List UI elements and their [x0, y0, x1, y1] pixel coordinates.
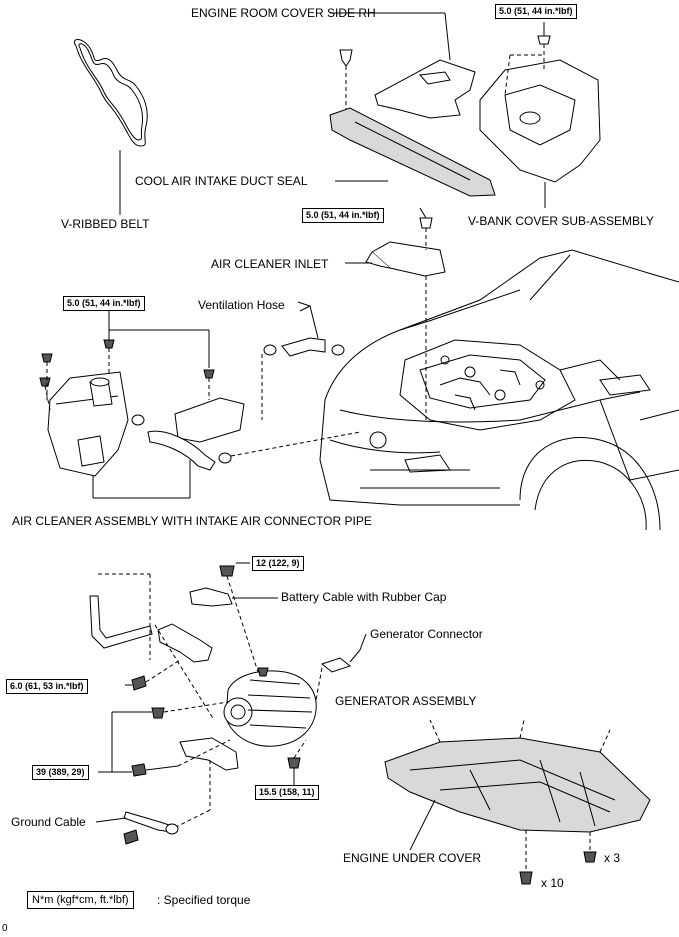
generator-connector [315, 633, 367, 701]
label-generator-connector: Generator Connector [370, 627, 483, 641]
vehicle [319, 249, 679, 531]
label-air-cleaner-inlet: AIR CLEANER INLET [211, 257, 329, 271]
quantity-under-cover-bolt: x 10 [541, 876, 564, 890]
ground-cable [95, 811, 179, 845]
torque-v-bank-cover: 5.0 (51, 44 in.*lbf) [495, 4, 577, 19]
label-engine-room-cover-side-rh: ENGINE ROOM COVER SIDE RH [191, 6, 376, 20]
battery-cable [189, 565, 278, 673]
torque-generator-bracket-bolt: 6.0 (61, 53 in.*lbf) [6, 679, 88, 694]
label-battery-cable: Battery Cable with Rubber Cap [281, 590, 447, 604]
label-ventilation-hose: Ventilation Hose [198, 298, 285, 312]
label-air-cleaner-assembly: AIR CLEANER ASSEMBLY WITH INTAKE AIR CON… [12, 514, 372, 528]
air-cleaner-assembly [39, 309, 361, 499]
torque-air-cleaner-assembly: 5.0 (51, 44 in.*lbf) [63, 296, 145, 311]
engine-under-cover [384, 719, 651, 885]
clip [339, 49, 353, 110]
torque-air-cleaner-inlet: 5.0 (51, 44 in.*lbf) [302, 208, 384, 223]
ventilation-hose [261, 301, 345, 420]
label-ground-cable: Ground Cable [11, 815, 86, 829]
torque-generator-bolt: 39 (389, 29) [32, 765, 89, 780]
torque-generator-nut: 15.5 (158, 11) [255, 785, 319, 800]
cool-air-intake-duct-seal [329, 107, 496, 197]
quantity-under-cover-clip: x 3 [604, 851, 621, 865]
engine-wire [89, 573, 153, 660]
torque-battery-cable-nut: 12 (122, 9) [252, 556, 304, 571]
label-v-bank-cover-sub-assembly: V-BANK COVER SUB-ASSEMBLY [468, 214, 654, 228]
label-generator-assembly: GENERATOR ASSEMBLY [335, 694, 477, 708]
generator-fasteners [98, 659, 307, 786]
torque-legend-text: : Specified torque [157, 893, 251, 907]
label-v-ribbed-belt: V-RIBBED BELT [61, 217, 150, 231]
generator-assembly [223, 667, 317, 747]
air-cleaner-inlet [345, 217, 446, 420]
v-ribbed-belt [74, 39, 148, 215]
corner-mark: 0 [2, 923, 8, 934]
torque-legend-unit: N*m (kgf*cm, ft.*lbf) [27, 891, 134, 909]
label-cool-air-intake-duct-seal: COOL AIR INTAKE DUCT SEAL [135, 174, 308, 188]
generator-bracket [154, 623, 239, 831]
engine-room-cover-side-rh [330, 12, 476, 119]
label-engine-under-cover: ENGINE UNDER COVER [343, 851, 482, 865]
leader-lines [236, 22, 545, 564]
v-bank-cover-sub-assembly [479, 35, 601, 208]
